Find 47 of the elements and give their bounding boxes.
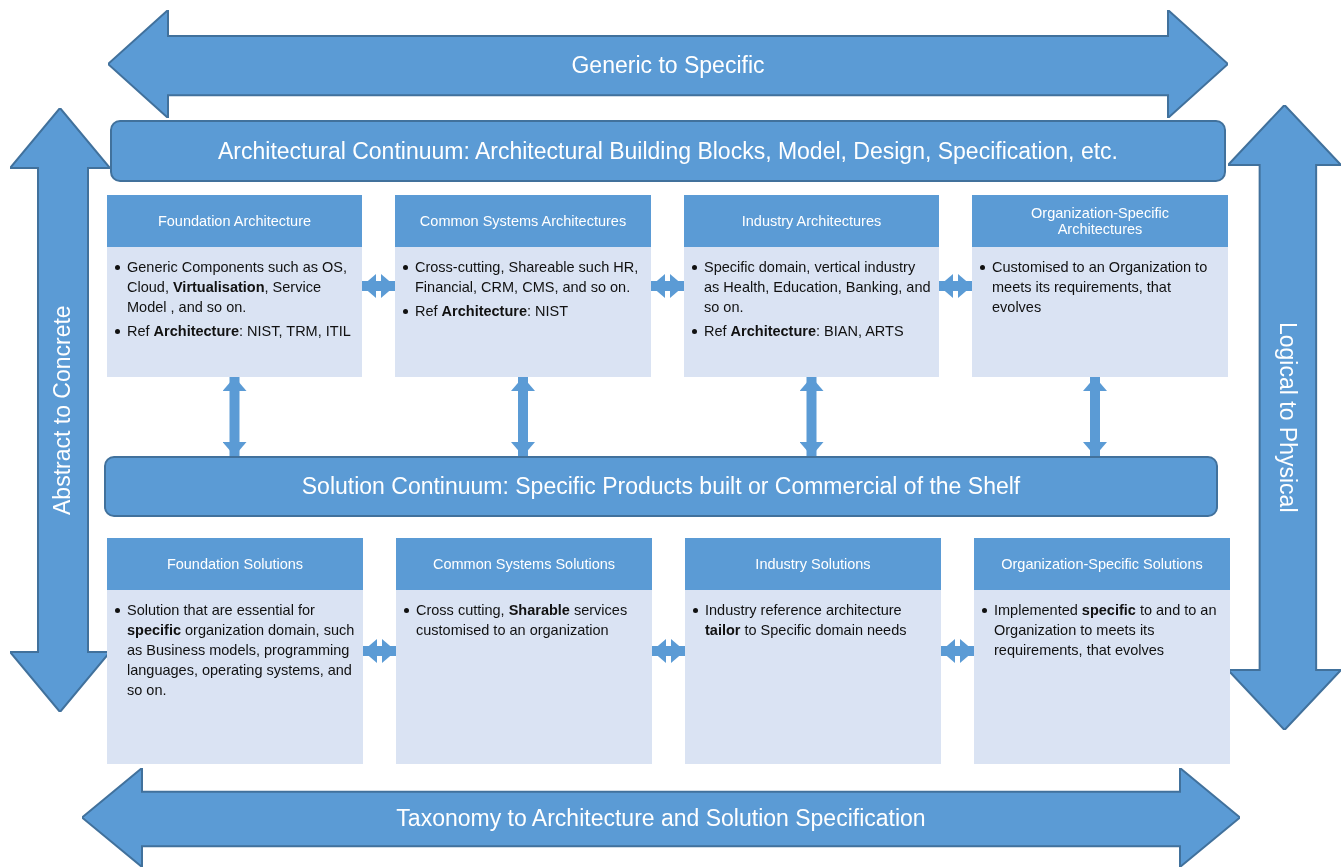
double-arrow-banner bbox=[82, 768, 1240, 867]
double-headed-arrow bbox=[651, 274, 684, 298]
bullet-text: Cross-cutting, Shareable such HR, Financial, CRM, CMS, and so on. bbox=[415, 258, 640, 297]
continuum-banner: Architectural Continuum: Architectural Building Blocks, Model, Design, Specification, etc. bbox=[110, 120, 1226, 182]
info-card bbox=[396, 538, 652, 764]
card-heading: Common Systems Architectures bbox=[395, 195, 651, 247]
double-headed-arrow bbox=[939, 274, 972, 298]
arrow-label: Abstract to Concrete bbox=[49, 304, 76, 517]
double-headed-arrow bbox=[1083, 377, 1107, 456]
double-headed-arrow bbox=[363, 639, 396, 663]
card-heading: Common Systems Solutions bbox=[396, 538, 652, 590]
card-heading: Organization-Specific Solutions bbox=[974, 538, 1230, 590]
card-heading: Industry Architectures bbox=[684, 195, 939, 247]
arrow-label: Logical to Physical bbox=[1273, 321, 1301, 515]
card-heading: Foundation Architecture bbox=[107, 195, 362, 247]
arrow-label: Taxonomy to Architecture and Solution Specification bbox=[395, 805, 927, 832]
info-card bbox=[684, 195, 939, 377]
double-headed-arrow bbox=[222, 377, 247, 456]
info-card bbox=[685, 538, 941, 764]
arrow-label: Generic to Specific bbox=[570, 51, 766, 79]
double-headed-arrow bbox=[799, 377, 824, 456]
bullet-text: Ref Architecture: BIAN, ARTS bbox=[704, 322, 904, 341]
bullet-text: Ref Architecture: NIST bbox=[415, 302, 569, 321]
info-card bbox=[974, 538, 1230, 764]
double-arrow-banner bbox=[108, 10, 1228, 118]
card-heading: Foundation Solutions bbox=[107, 538, 363, 590]
double-headed-arrow bbox=[941, 639, 974, 663]
info-card bbox=[395, 195, 651, 377]
double-arrow-banner bbox=[10, 108, 110, 712]
info-card bbox=[107, 538, 363, 764]
bullet-text: Specific domain, vertical industry as Health, Education, Banking, and so on. bbox=[704, 258, 931, 317]
info-card bbox=[972, 195, 1228, 377]
bullet-text: Ref Architecture: NIST, TRM, ITIL bbox=[127, 322, 351, 341]
bullet-text: Generic Components such as OS, Cloud, Virtualisation, Service Model , and so on. bbox=[127, 258, 349, 317]
bullet-text: Solution that are essential for specific organization domain, such as Business models, programming languages, operating systems, and so on. bbox=[127, 601, 355, 700]
bullet-text: Customised to an Organization to meets its requirements, that evolves bbox=[992, 258, 1209, 317]
bullet-text: Industry reference architecture tailor to Specific domain needs bbox=[705, 601, 908, 640]
bullet-text: Implemented specific to and to an Organization to meets its requirements, that evolves bbox=[994, 601, 1218, 660]
double-headed-arrow bbox=[652, 639, 685, 663]
bullet-text: Cross cutting, Sharable services customised to an organization bbox=[416, 601, 629, 640]
double-arrow-banner bbox=[1228, 105, 1341, 730]
double-headed-arrow bbox=[511, 377, 535, 456]
info-card bbox=[107, 195, 362, 377]
double-headed-arrow bbox=[362, 274, 395, 298]
card-heading: Industry Solutions bbox=[685, 538, 941, 590]
card-heading: Organization-Specific Architectures bbox=[972, 195, 1228, 247]
continuum-banner: Solution Continuum: Specific Products built or Commercial of the Shelf bbox=[104, 456, 1218, 517]
